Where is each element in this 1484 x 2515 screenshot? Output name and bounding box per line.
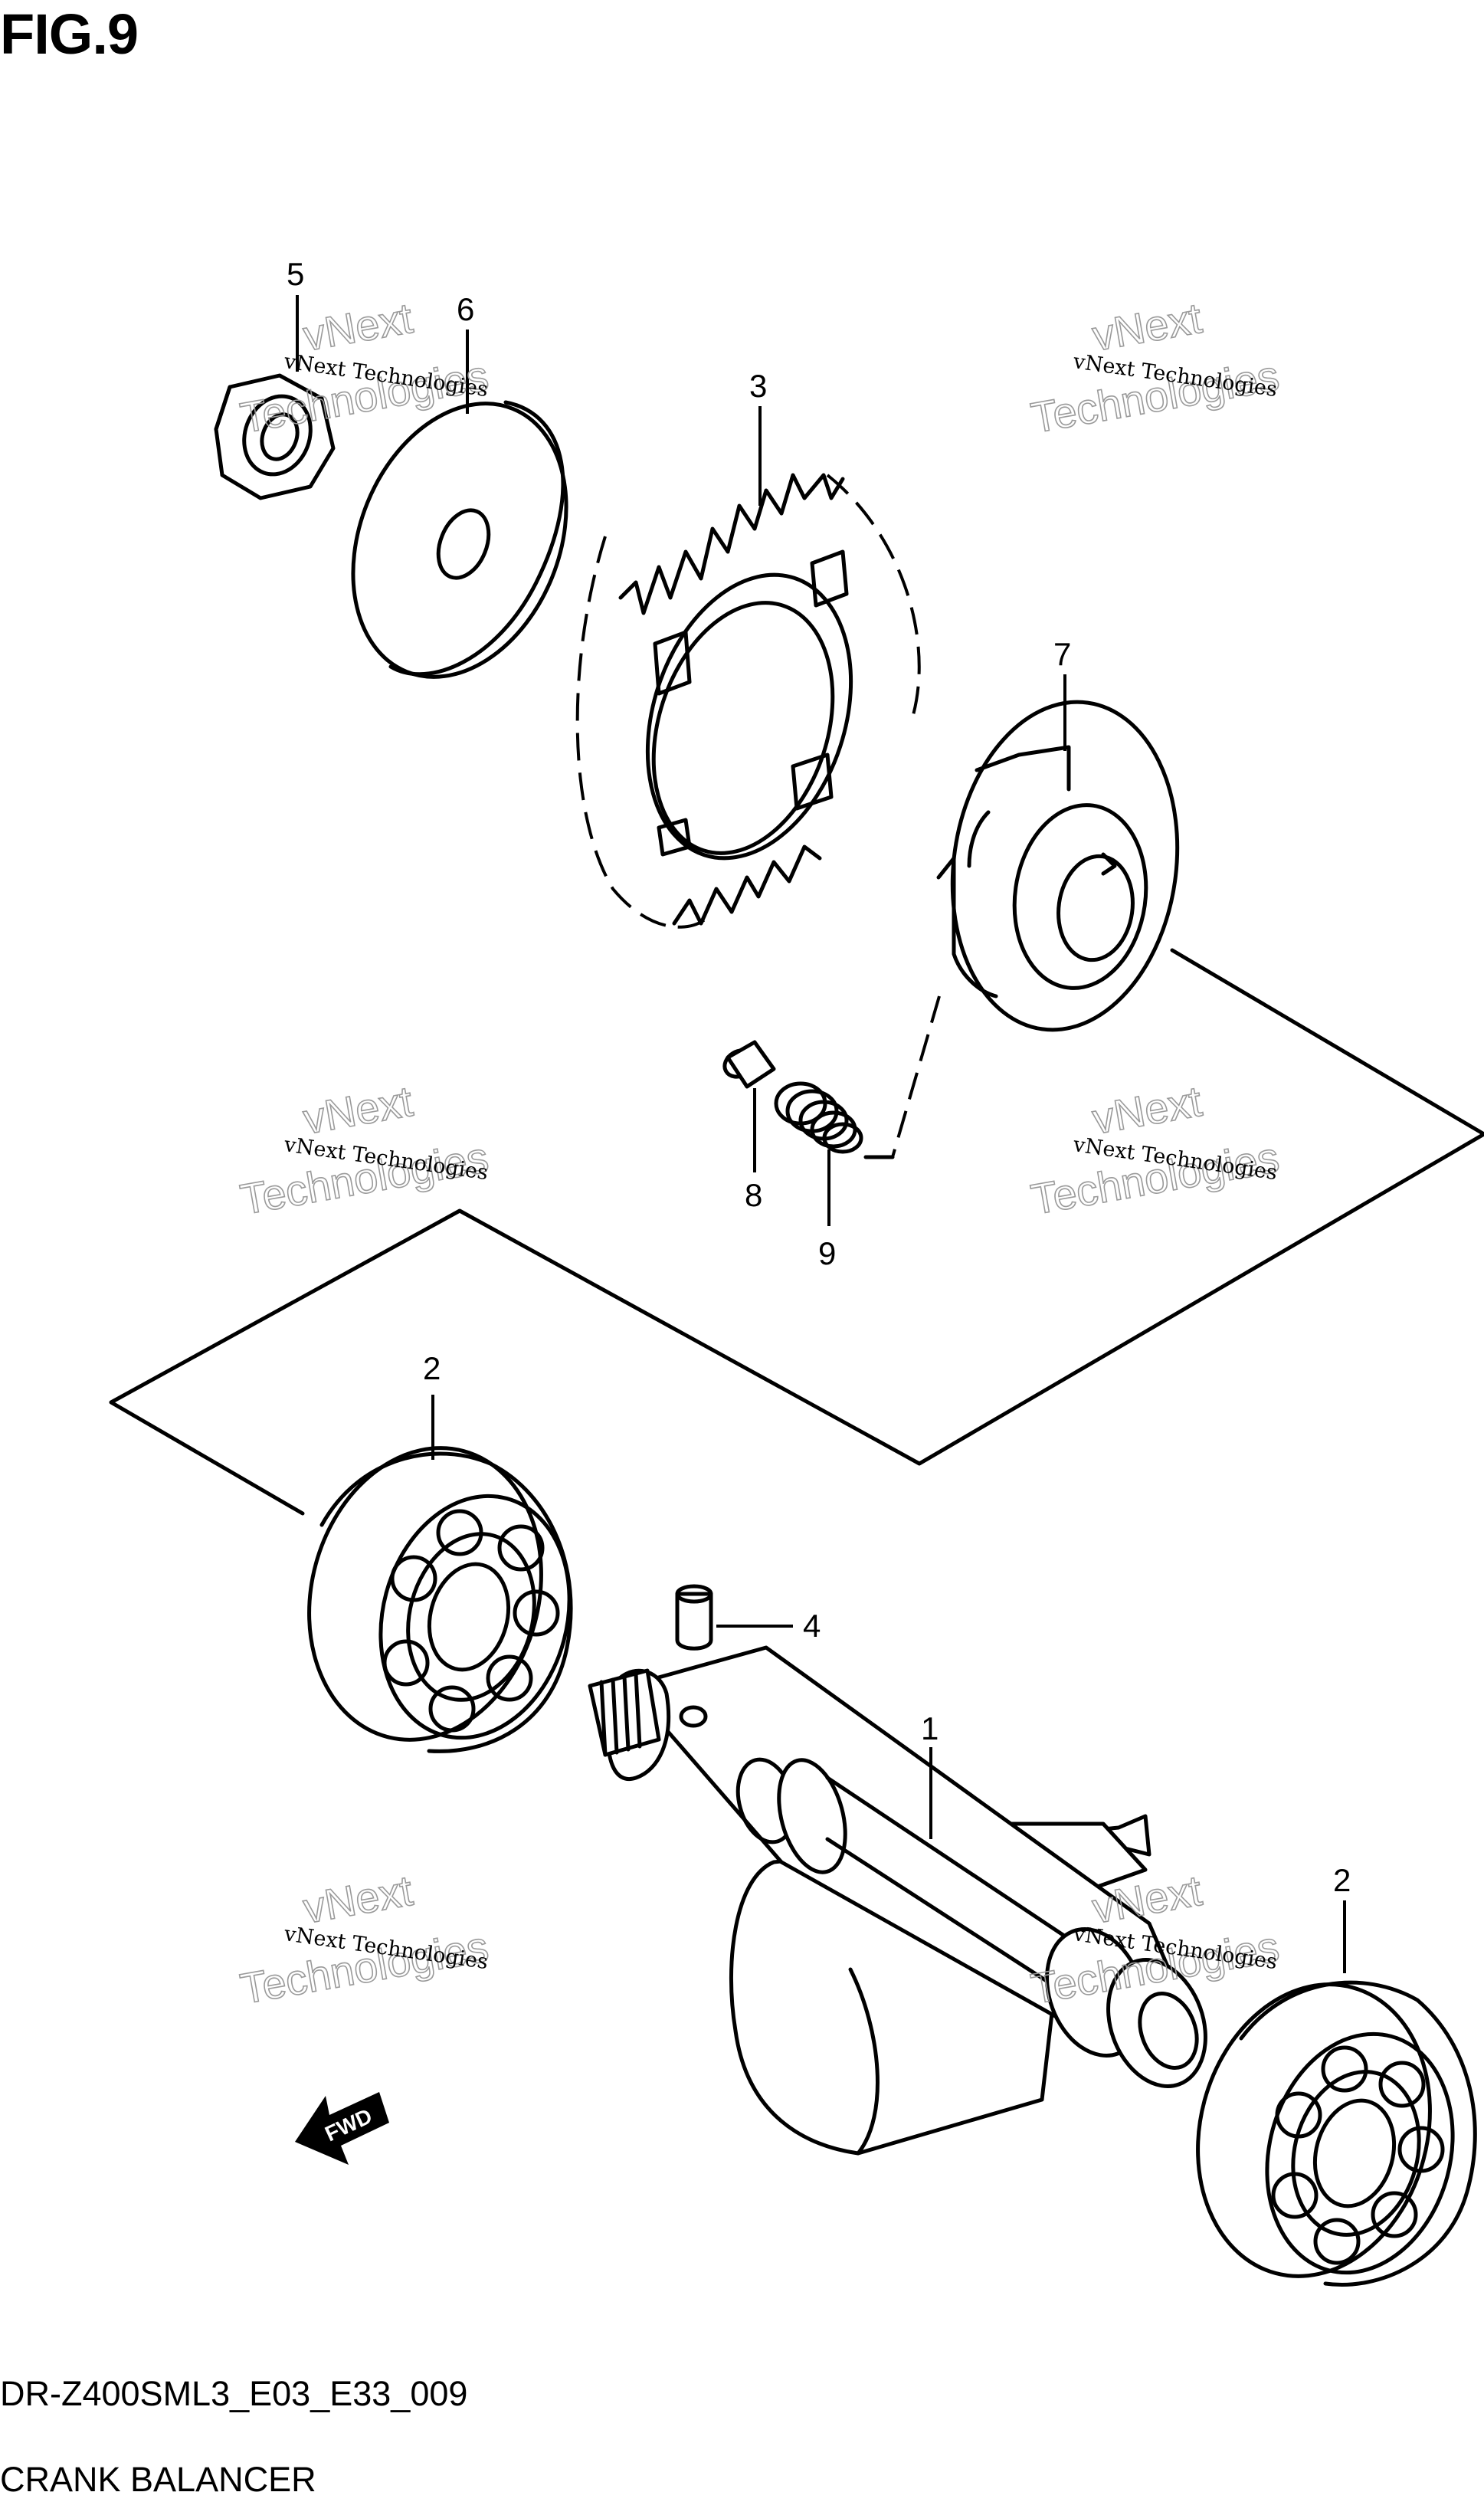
svg-text:vNext: vNext (300, 293, 416, 360)
fwd-arrow-icon: FWD (295, 2092, 389, 2165)
callout-5: 5 (287, 256, 304, 292)
leader-lines (296, 295, 1346, 1973)
diagram-code: DR-Z400SML3_E03_E33_009 (0, 2374, 468, 2413)
callout-2-upper: 2 (423, 1350, 441, 1386)
callout-2-lower: 2 (1333, 1862, 1351, 1898)
assembly-outline (109, 948, 1484, 1516)
part-5-nut (214, 373, 336, 500)
callout-9: 9 (818, 1235, 836, 1271)
part-2-bearing-upper (307, 1446, 573, 1753)
part-4-dowel (675, 1584, 713, 1651)
figure-title: FIG.9 (0, 2, 139, 66)
callout-8: 8 (745, 1177, 762, 1213)
part-1-balancer-shaft (588, 1645, 1207, 2156)
svg-text:vNext: vNext (1089, 1077, 1205, 1143)
part-9-spring (774, 1081, 863, 1154)
part-6-washer (351, 400, 568, 679)
watermark-3: vNext Technologies vNext Technologies (236, 1076, 492, 1225)
diagram-name: CRANK BALANCER (0, 2460, 316, 2499)
part-7-balancer-hub (936, 700, 1180, 1032)
part-8-pin (722, 1040, 776, 1089)
callouts: 5 6 3 7 8 9 2 4 1 2 (287, 256, 1351, 1898)
part-3-gear (575, 473, 921, 929)
part-2-bearing-lower (1196, 1980, 1477, 2287)
callout-1: 1 (921, 1710, 939, 1746)
callout-7: 7 (1053, 636, 1071, 672)
callout-4: 4 (803, 1608, 821, 1644)
svg-text:vNext: vNext (300, 1077, 416, 1143)
watermark-4: vNext Technologies vNext Technologies (1027, 1076, 1283, 1225)
callout-6: 6 (457, 291, 474, 327)
watermark-5: vNext Technologies vNext Technologies (236, 1865, 492, 2014)
svg-text:vNext: vNext (1089, 293, 1205, 360)
svg-text:vNext: vNext (300, 1866, 416, 1933)
callout-3: 3 (749, 368, 767, 404)
watermark-2: vNext Technologies vNext Technologies (1027, 293, 1283, 443)
